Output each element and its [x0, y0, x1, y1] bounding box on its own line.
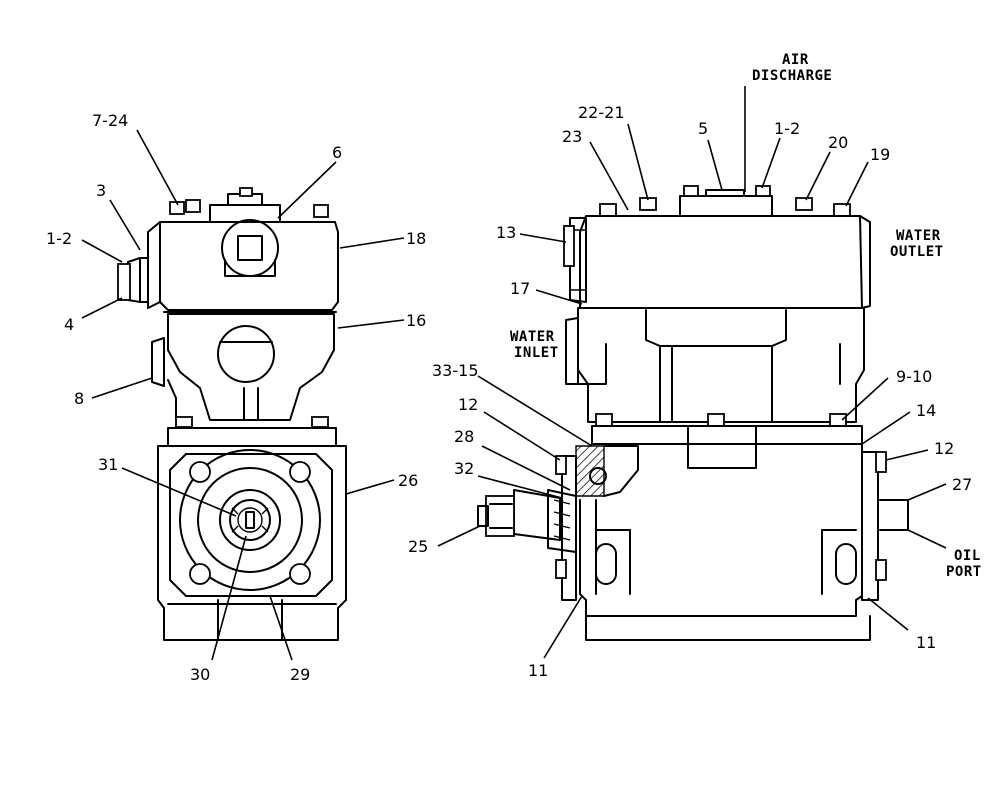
callout-28: 28 [454, 427, 474, 446]
callout-12-left: 12 [458, 395, 478, 414]
callout-18: 18 [406, 229, 426, 248]
callout-16: 16 [406, 311, 426, 330]
callout-5: 5 [698, 119, 708, 138]
callout-1-2-right: 1-2 [774, 119, 800, 138]
note-water-outlet-line-2: OUTLET [890, 244, 944, 260]
callout-29: 29 [290, 665, 310, 684]
left-end-view [117, 187, 347, 641]
note-air-line-2: DISCHARGE [752, 68, 832, 84]
right-view-leader-lines [437, 86, 947, 659]
callout-4: 4 [64, 315, 74, 334]
callout-13: 13 [496, 223, 516, 242]
callout-32: 32 [454, 459, 474, 478]
callout-11-right: 11 [916, 633, 936, 652]
port-notes: AIR DISCHARGE WATER OUTLET WATER INLET O… [510, 52, 982, 580]
callout-17: 17 [510, 279, 530, 298]
note-oil-port-line-1: OIL [954, 548, 981, 564]
callout-31: 31 [98, 455, 118, 474]
callout-9-10: 9-10 [896, 367, 932, 386]
callout-12-right: 12 [934, 439, 954, 458]
callout-26: 26 [398, 471, 418, 490]
callout-20: 20 [828, 133, 848, 152]
callout-11-left: 11 [528, 661, 548, 680]
callout-30: 30 [190, 665, 210, 684]
callout-19: 19 [870, 145, 890, 164]
note-water-inlet-line-2: INLET [514, 345, 559, 361]
callout-14: 14 [916, 401, 936, 420]
callout-33-15: 33-15 [432, 361, 479, 380]
callout-27: 27 [952, 475, 972, 494]
callout-23: 23 [562, 127, 582, 146]
callout-8: 8 [74, 389, 84, 408]
note-water-outlet-line-1: WATER [896, 228, 941, 244]
callout-25: 25 [408, 537, 428, 556]
callout-3: 3 [96, 181, 106, 200]
callout-1-2-left: 1-2 [46, 229, 72, 248]
callout-labels: 7-24 3 1-2 4 6 18 16 8 31 26 30 29 22-21… [46, 103, 972, 684]
right-side-view [477, 185, 909, 641]
callout-22-21: 22-21 [578, 103, 625, 122]
note-water-inlet-line-1: WATER [510, 329, 555, 345]
left-view-leader-lines [81, 129, 405, 661]
callout-7-24: 7-24 [92, 111, 128, 130]
note-air-line-1: AIR [782, 52, 809, 68]
note-oil-port-line-2: PORT [946, 564, 982, 580]
callout-6: 6 [332, 143, 342, 162]
